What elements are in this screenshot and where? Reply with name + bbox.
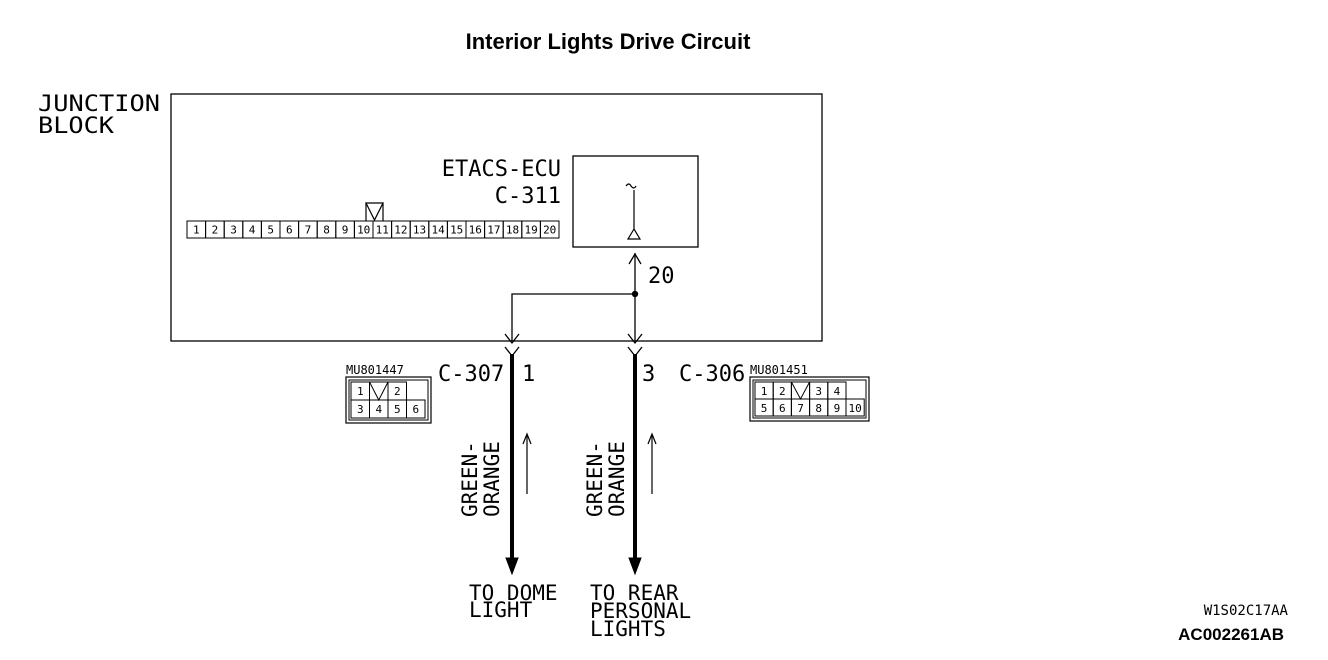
c306-grid-pin-number: 8 bbox=[815, 402, 822, 415]
c306-face-outer bbox=[749, 376, 870, 422]
c307-grid-cell bbox=[406, 399, 426, 419]
c311-pin-number: 11 bbox=[376, 224, 389, 237]
junction-block-label-line1: JUNCTION bbox=[38, 92, 160, 117]
c306-grid-pin-number: 3 bbox=[815, 385, 822, 398]
c307-face-outer bbox=[345, 376, 432, 424]
c311-pin-number: 10 bbox=[357, 224, 370, 237]
c306-connector-chevron-upper bbox=[627, 333, 643, 345]
wire-color-dome-line1: GREEN- bbox=[458, 441, 482, 517]
current-flow-arrowhead-dome bbox=[522, 432, 532, 445]
wire-end-arrow-rear bbox=[628, 557, 642, 576]
c311-pin-number: 9 bbox=[342, 224, 349, 237]
c311-pin-number: 5 bbox=[267, 224, 274, 237]
ecu-name-label: ETACS-ECU bbox=[442, 157, 561, 182]
c307-grid-cell bbox=[387, 381, 407, 401]
wire-end-arrow-dome bbox=[505, 557, 519, 576]
c311-pin-number: 3 bbox=[230, 224, 237, 237]
junction-block-label-line2: BLOCK bbox=[38, 114, 115, 139]
destination-rear-line2: PERSONAL bbox=[590, 599, 691, 623]
figure-code-line1: W1S02C17AA bbox=[1204, 603, 1289, 619]
c306-grid-cell bbox=[845, 398, 865, 417]
ecu-switch-symbol bbox=[625, 183, 642, 240]
branch-wire bbox=[511, 293, 635, 341]
c311-pin-number: 18 bbox=[506, 224, 519, 237]
destination-rear-line1: TO REAR bbox=[590, 581, 679, 605]
c311-pin-number: 6 bbox=[286, 224, 293, 237]
c306-grid-keyway bbox=[790, 381, 811, 401]
c311-pin-cell bbox=[539, 220, 560, 239]
c306-id-label: C-306 bbox=[679, 362, 745, 387]
c311-pin-number: 8 bbox=[323, 224, 330, 237]
c311-pin-number: 4 bbox=[249, 224, 256, 237]
c307-grid-pin-number: 3 bbox=[357, 403, 364, 416]
junction-block-box bbox=[170, 93, 823, 342]
current-flow-arrowhead-rear bbox=[647, 432, 657, 445]
c311-pin-number: 1 bbox=[193, 224, 200, 237]
c311-pin-number: 19 bbox=[524, 224, 537, 237]
c307-grid-keyway bbox=[369, 381, 389, 402]
ecu-output-arrow bbox=[628, 252, 642, 265]
c311-pin-number: 20 bbox=[543, 224, 556, 237]
destination-rear-line3: LIGHTS bbox=[590, 617, 666, 641]
diagram-title: Interior Lights Drive Circuit bbox=[466, 29, 751, 54]
c307-id-label: C-307 bbox=[438, 362, 504, 387]
c311-pin-number: 15 bbox=[450, 224, 463, 237]
splice-dot bbox=[631, 290, 639, 298]
c306-grid-pin-number: 4 bbox=[834, 385, 841, 398]
c307-pin-label: 1 bbox=[522, 362, 535, 387]
c311-pin-number: 16 bbox=[469, 224, 482, 237]
c306-grid-pin-number: 7 bbox=[797, 402, 804, 415]
c307-grid-pin-number: 5 bbox=[394, 403, 401, 416]
c306-grid-pin-number: 1 bbox=[761, 385, 768, 398]
c306-face-inner bbox=[752, 379, 867, 419]
c311-pin-number: 7 bbox=[305, 224, 312, 237]
c311-pin-number: 12 bbox=[394, 224, 407, 237]
figure-code-line2: AC002261AB bbox=[1178, 625, 1284, 644]
c306-grid-pin-number: 6 bbox=[779, 402, 786, 415]
c311-pin-number: 17 bbox=[487, 224, 500, 237]
c307-face-inner bbox=[348, 379, 429, 421]
connector-c311-key bbox=[365, 202, 384, 222]
c306-grid-pin-number: 2 bbox=[779, 385, 786, 398]
c307-grid-pin-number: 4 bbox=[375, 403, 382, 416]
c307-part-number: MU801447 bbox=[346, 363, 404, 377]
c311-pin-number: 2 bbox=[212, 224, 219, 237]
c311-pin-number: 14 bbox=[431, 224, 445, 237]
c307-grid-pin-number: 6 bbox=[412, 403, 419, 416]
c306-grid-cell bbox=[827, 381, 847, 400]
c306-grid-key-cell bbox=[790, 381, 811, 400]
c306-pin-label: 3 bbox=[642, 362, 655, 387]
destination-dome-line1: TO DOME bbox=[469, 581, 558, 605]
ecu-connector-label: C-311 bbox=[495, 184, 561, 209]
c306-grid-pin-number: 5 bbox=[761, 402, 768, 415]
c311-pin-number: 13 bbox=[413, 224, 426, 237]
c306-grid-pin-number: 9 bbox=[834, 402, 841, 415]
ecu-box bbox=[572, 155, 699, 248]
ecu-pin-label: 20 bbox=[648, 264, 675, 289]
c307-grid-pin-number: 1 bbox=[357, 385, 364, 398]
c306-grid-pin-number: 10 bbox=[848, 402, 861, 415]
c307-connector-chevron-upper bbox=[504, 333, 520, 345]
wire-color-rear-line2: ORANGE bbox=[605, 441, 629, 517]
c307-grid-pin-number: 2 bbox=[394, 385, 401, 398]
wire-color-dome-line2: ORANGE bbox=[480, 441, 504, 517]
c307-grid-key-cell bbox=[369, 381, 389, 401]
destination-dome-line2: LIGHT bbox=[469, 598, 533, 622]
wire-color-rear-line1: GREEN- bbox=[583, 441, 607, 517]
c306-part-number: MU801451 bbox=[750, 363, 808, 377]
